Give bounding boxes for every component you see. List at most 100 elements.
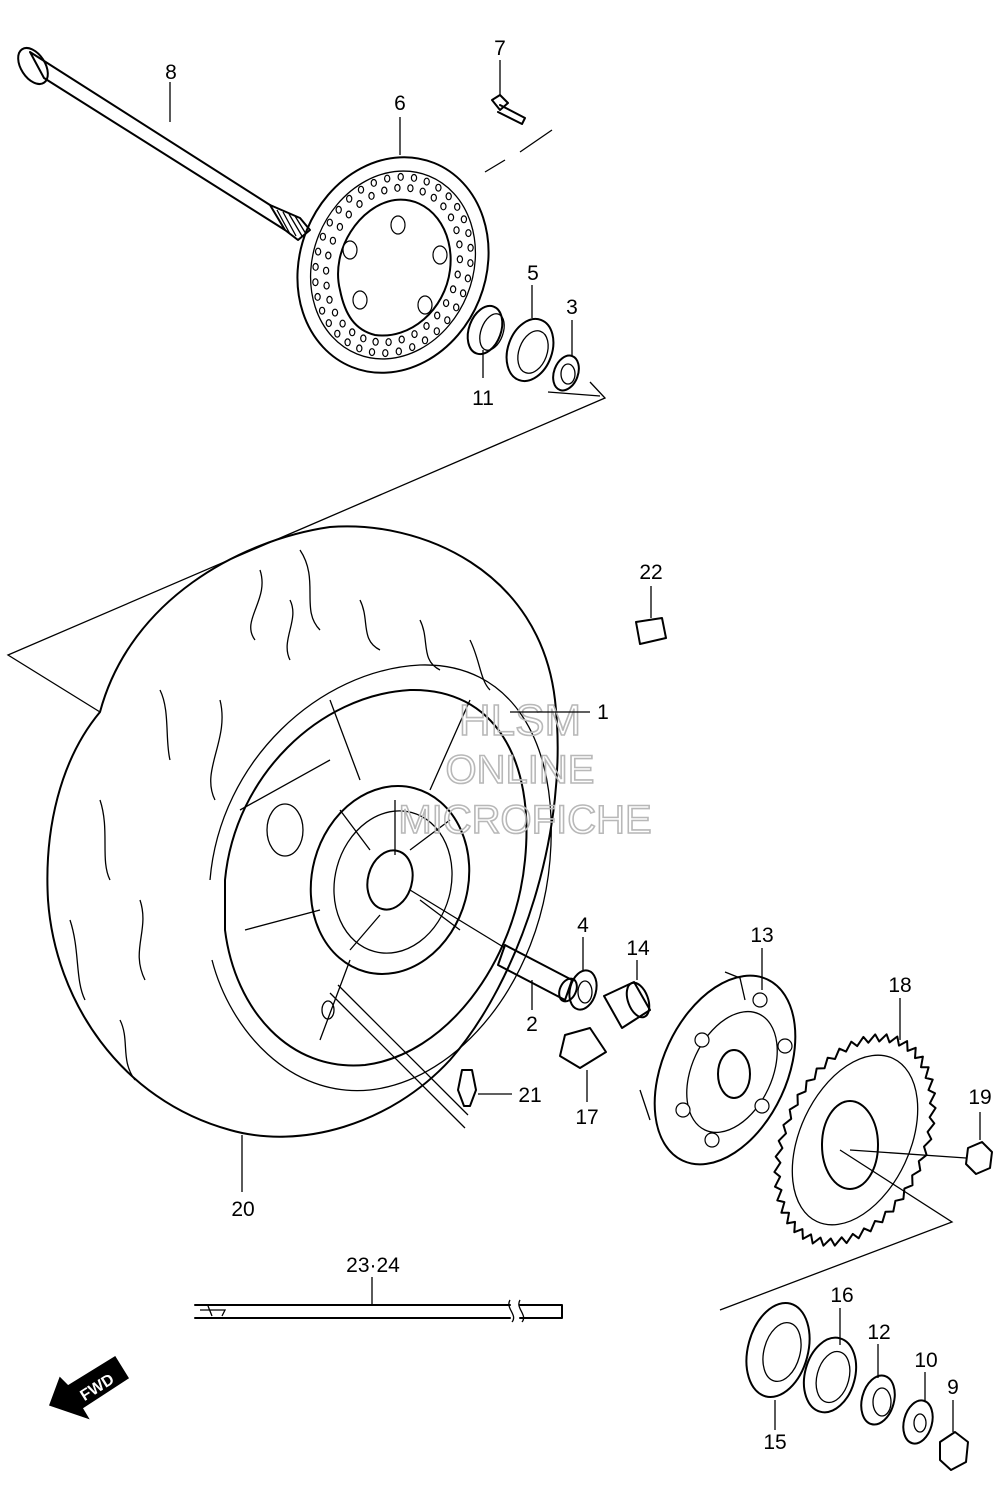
collar-part[interactable] [603,960,654,1029]
callout-2[interactable]: 2 [526,1013,538,1036]
callout-11[interactable]: 11 [472,387,494,410]
disc-vent-hole [370,178,377,187]
callout-6[interactable]: 6 [394,92,406,115]
callout-16[interactable]: 16 [830,1284,853,1307]
balance-weight-part[interactable] [635,586,667,645]
rear-wheel-part[interactable] [46,525,559,1192]
callout-20[interactable]: 20 [231,1198,254,1221]
disc-vent-hole [312,278,319,287]
oil-seal-part-16[interactable] [796,1308,864,1418]
disc-vent-hole [409,343,416,352]
callout-9[interactable]: 9 [947,1376,959,1399]
disc-vent-hole [335,205,342,214]
disc-vent-hole [339,319,346,328]
disc-vent-hole [435,183,442,192]
callout-4[interactable]: 4 [577,914,589,937]
disc-vent-hole [331,308,339,317]
disc-vent-hole [453,226,460,235]
bearing-part-3[interactable] [549,320,584,394]
watermark: HLSM ONLINE MICROFICHE [398,695,653,843]
disc-vent-hole [329,236,337,245]
disc-vent-hole [368,191,375,200]
callout-22[interactable]: 22 [639,561,662,584]
disc-vent-hole [325,319,332,328]
disc-vent-hole [336,222,344,231]
disc-vent-hole [407,184,414,193]
axle-part[interactable] [12,43,311,241]
disc-vent-hole [314,292,321,301]
disc-vent-hole [434,311,441,320]
disc-vent-hole [334,329,341,338]
disc-vent-hole [395,347,402,356]
callout-13[interactable]: 13 [750,924,773,947]
disc-vent-hole [346,194,353,203]
spacer-part[interactable] [461,301,508,378]
callout-19[interactable]: 19 [968,1086,991,1109]
callout-8[interactable]: 8 [165,61,177,84]
bearing-part-15[interactable] [737,1296,820,1430]
disc-vent-hole [433,327,440,336]
disc-vent-hole [430,193,437,202]
disc-vent-hole [314,247,322,256]
disc-vent-hole [456,255,464,264]
disc-vent-hole [445,192,452,201]
brake-disc-part[interactable] [266,128,521,402]
callout-10[interactable]: 10 [914,1349,937,1372]
rear-sprocket-part[interactable] [767,998,943,1247]
disc-vent-hole [381,186,388,195]
callout-1[interactable]: 1 [597,701,609,724]
callout-18[interactable]: 18 [888,974,911,997]
rim-decal-part[interactable] [194,1277,563,1323]
watermark-line-2: ONLINE [446,748,595,792]
disc-vent-hole [456,240,463,249]
disc-vent-hole [394,183,401,192]
disc-vent-hole [344,338,351,347]
washer-part-10[interactable] [899,1372,937,1447]
disc-vent-hole [322,266,330,275]
callout-17[interactable]: 17 [575,1106,598,1129]
oil-seal-part[interactable] [498,285,561,388]
disc-vent-hole [345,210,352,219]
damper-part[interactable] [559,1027,607,1102]
forward-arrow-icon: FWD [49,1355,130,1420]
disc-vent-hole [460,215,468,224]
callout-7[interactable]: 7 [494,37,506,60]
disc-vent-hole [411,330,418,339]
disc-vent-hole [449,285,457,294]
disc-vent-hole [423,177,430,186]
callout-12[interactable]: 12 [867,1321,890,1344]
disc-vent-hole [410,173,418,182]
disc-vent-hole [397,172,404,181]
callout-3[interactable]: 3 [566,296,578,319]
disc-vent-hole [326,218,333,227]
disc-vent-hole [444,316,451,325]
disc-vent-hole [467,243,474,252]
disc-vent-hole [385,338,392,347]
disc-vent-hole [419,187,426,196]
disc-vent-hole [319,232,327,241]
disc-vent-hole [356,200,363,209]
disc-vent-hole [323,281,330,290]
callout-21[interactable]: 21 [518,1084,541,1107]
disc-vent-hole [453,303,460,312]
callout-15[interactable]: 15 [763,1431,786,1454]
callout-23-24[interactable]: 23·24 [346,1254,400,1277]
disc-vent-hole [318,306,326,315]
disc-vent-hole [326,295,333,304]
air-valve-part[interactable] [457,1069,512,1107]
disc-vent-hole [423,322,430,331]
disc-vent-hole [312,262,319,271]
callout-5[interactable]: 5 [527,262,539,285]
disc-vent-hole [464,274,472,283]
disc-vent-hole [459,289,467,298]
nut-part-9[interactable] [939,1400,969,1471]
disc-bolt-part[interactable] [491,60,526,125]
bearing-part-4[interactable] [565,937,600,1013]
spacer-part-12[interactable] [856,1344,900,1428]
callout-14[interactable]: 14 [626,937,650,960]
disc-vent-hole [384,174,391,183]
sprocket-nut-part[interactable] [849,1112,993,1175]
sprocket-drum-part[interactable] [627,948,824,1187]
